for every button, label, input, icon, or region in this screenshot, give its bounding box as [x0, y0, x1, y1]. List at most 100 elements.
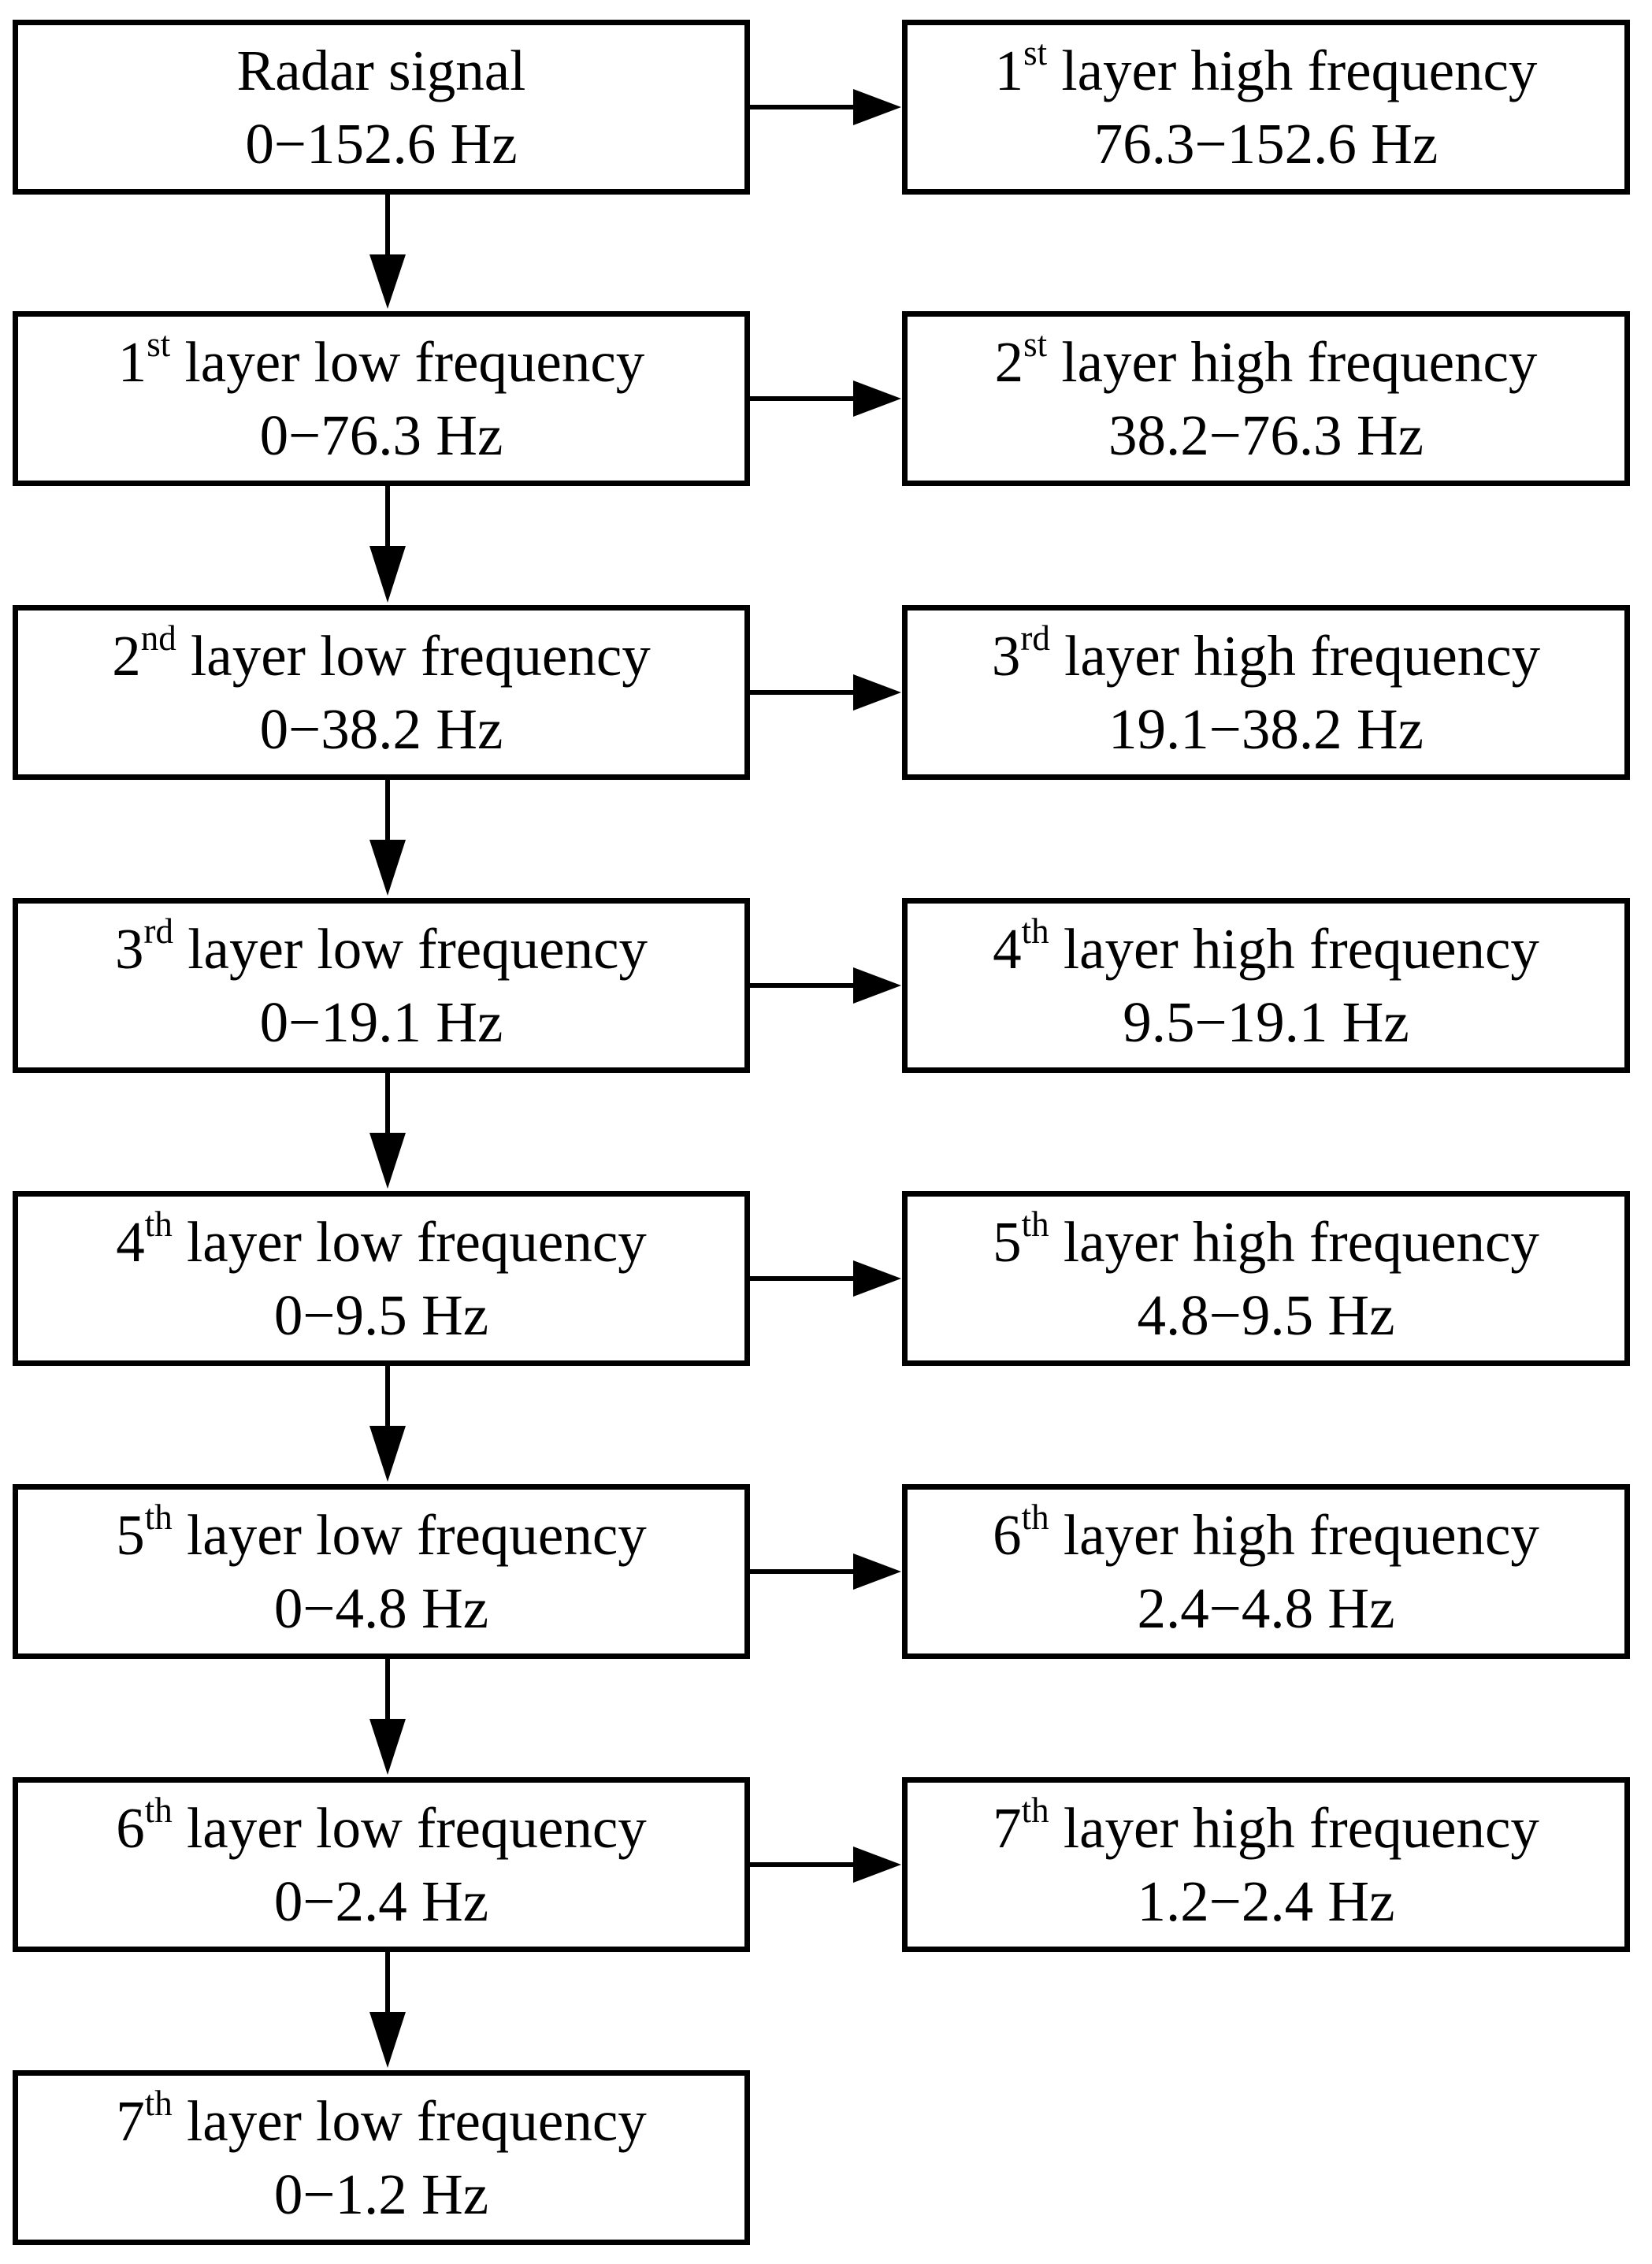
ordinal-superscript: nd — [140, 618, 176, 658]
title-text-pre: Radar signal — [236, 38, 526, 102]
frequency-range: 38.2−76.3 Hz — [1108, 403, 1424, 468]
frequency-range: 0−1.2 Hz — [273, 2162, 489, 2227]
frequency-range: 0−76.3 Hz — [259, 403, 503, 468]
ordinal-superscript: th — [144, 1497, 173, 1537]
arrow-down-1 — [369, 195, 406, 309]
title-text-pre: 3 — [115, 916, 144, 981]
ordinal-superscript: st — [1023, 324, 1048, 364]
arrow-right-3 — [748, 674, 901, 711]
arrow-right-6 — [748, 1553, 901, 1590]
arrow-down-7 — [369, 1952, 406, 2068]
ordinal-superscript: rd — [143, 911, 174, 951]
arrow-down-2 — [369, 486, 406, 603]
arrow-right-1 — [748, 89, 901, 125]
title-text-post: layer high frequency — [1049, 1502, 1539, 1567]
box-title: 4th layer high frequency — [993, 913, 1539, 981]
title-text-post: layer high frequency — [1049, 1795, 1539, 1860]
frequency-range: 0−9.5 Hz — [273, 1283, 489, 1348]
box-title: 6th layer high frequency — [993, 1499, 1539, 1567]
box-5th-layer-low: 5th layer low frequency 0−4.8 Hz — [13, 1484, 750, 1659]
box-6th-layer-low: 6th layer low frequency 0−2.4 Hz — [13, 1777, 750, 1952]
frequency-range: 1.2−2.4 Hz — [1137, 1869, 1395, 1934]
ordinal-superscript: th — [1021, 1204, 1049, 1244]
box-title: 2nd layer low frequency — [112, 620, 651, 688]
title-text-pre: 1 — [994, 38, 1024, 102]
frequency-range: 9.5−19.1 Hz — [1123, 990, 1409, 1055]
box-title: 3rd layer high frequency — [991, 620, 1541, 688]
title-text-post: layer high frequency — [1047, 329, 1538, 394]
ordinal-superscript: th — [144, 1204, 173, 1244]
title-text-pre: 4 — [993, 916, 1022, 981]
ordinal-superscript: th — [1021, 1790, 1049, 1830]
title-text-pre: 5 — [116, 1502, 145, 1567]
box-7th-layer-low: 7th layer low frequency 0−1.2 Hz — [13, 2070, 750, 2245]
box-3rd-layer-high: 3rd layer high frequency 19.1−38.2 Hz — [902, 605, 1630, 780]
title-text-pre: 6 — [993, 1502, 1022, 1567]
title-text-post: layer low frequency — [172, 1502, 647, 1567]
title-text-post: layer high frequency — [1049, 916, 1539, 981]
title-text-pre: 2 — [994, 329, 1024, 394]
arrow-right-4 — [748, 967, 901, 1004]
box-title: 3rd layer low frequency — [115, 913, 648, 981]
arrow-down-3 — [369, 780, 406, 896]
frequency-range: 76.3−152.6 Hz — [1093, 112, 1439, 176]
box-radar-signal: Radar signal 0−152.6 Hz — [13, 20, 750, 195]
box-6th-layer-high: 6th layer high frequency 2.4−4.8 Hz — [902, 1484, 1630, 1659]
arrow-down-6 — [369, 1659, 406, 1775]
frequency-range: 0−4.8 Hz — [273, 1576, 489, 1641]
arrow-down-4 — [369, 1073, 406, 1189]
ordinal-superscript: th — [1021, 911, 1049, 951]
title-text-post: layer low frequency — [173, 916, 648, 981]
arrow-down-5 — [369, 1366, 406, 1482]
ordinal-superscript: rd — [1020, 618, 1050, 658]
ordinal-superscript: th — [1021, 1497, 1049, 1537]
frequency-range: 0−2.4 Hz — [273, 1869, 489, 1934]
title-text-post: layer low frequency — [172, 1795, 647, 1860]
box-2nd-layer-low: 2nd layer low frequency 0−38.2 Hz — [13, 605, 750, 780]
box-title: 7th layer low frequency — [116, 2085, 647, 2153]
box-title: Radar signal — [237, 42, 526, 99]
arrow-right-7 — [748, 1846, 901, 1883]
box-title: 6th layer low frequency — [116, 1792, 647, 1860]
frequency-range: 4.8−9.5 Hz — [1137, 1283, 1395, 1348]
arrow-right-5 — [748, 1260, 901, 1297]
title-text-post: layer high frequency — [1049, 623, 1541, 688]
box-3rd-layer-low: 3rd layer low frequency 0−19.1 Hz — [13, 898, 750, 1073]
box-title: 1st layer high frequency — [994, 35, 1538, 102]
title-text-pre: 7 — [116, 2088, 145, 2153]
box-4th-layer-high: 4th layer high frequency 9.5−19.1 Hz — [902, 898, 1630, 1073]
box-title: 4th layer low frequency — [116, 1206, 647, 1274]
title-text-pre: 5 — [993, 1209, 1022, 1274]
ordinal-superscript: th — [144, 1790, 173, 1830]
title-text-post: layer low frequency — [176, 623, 651, 688]
ordinal-superscript: st — [147, 324, 171, 364]
arrow-right-2 — [748, 380, 901, 417]
title-text-post: layer low frequency — [172, 1209, 647, 1274]
box-1st-layer-high: 1st layer high frequency 76.3−152.6 Hz — [902, 20, 1630, 195]
title-text-pre: 7 — [993, 1795, 1022, 1860]
box-title: 5th layer low frequency — [116, 1499, 647, 1567]
box-7th-layer-high: 7th layer high frequency 1.2−2.4 Hz — [902, 1777, 1630, 1952]
title-text-pre: 4 — [116, 1209, 145, 1274]
title-text-post: layer low frequency — [170, 329, 645, 394]
title-text-pre: 2 — [112, 623, 141, 688]
box-1st-layer-low: 1st layer low frequency 0−76.3 Hz — [13, 311, 750, 486]
title-text-pre: 3 — [991, 623, 1021, 688]
title-text-post: layer high frequency — [1049, 1209, 1539, 1274]
box-5th-layer-high: 5th layer high frequency 4.8−9.5 Hz — [902, 1191, 1630, 1366]
frequency-range: 0−38.2 Hz — [259, 697, 503, 762]
box-title: 7th layer high frequency — [993, 1792, 1539, 1860]
frequency-range: 19.1−38.2 Hz — [1108, 697, 1424, 762]
title-text-post: layer high frequency — [1047, 38, 1538, 102]
title-text-pre: 1 — [117, 329, 147, 394]
frequency-range: 0−19.1 Hz — [259, 990, 503, 1055]
frequency-range: 0−152.6 Hz — [245, 112, 518, 176]
box-title: 1st layer low frequency — [117, 326, 645, 394]
box-title: 5th layer high frequency — [993, 1206, 1539, 1274]
title-text-post: layer low frequency — [172, 2088, 647, 2153]
title-text-pre: 6 — [116, 1795, 145, 1860]
box-title: 2st layer high frequency — [994, 326, 1538, 394]
box-2nd-layer-high: 2st layer high frequency 38.2−76.3 Hz — [902, 311, 1630, 486]
box-4th-layer-low: 4th layer low frequency 0−9.5 Hz — [13, 1191, 750, 1366]
